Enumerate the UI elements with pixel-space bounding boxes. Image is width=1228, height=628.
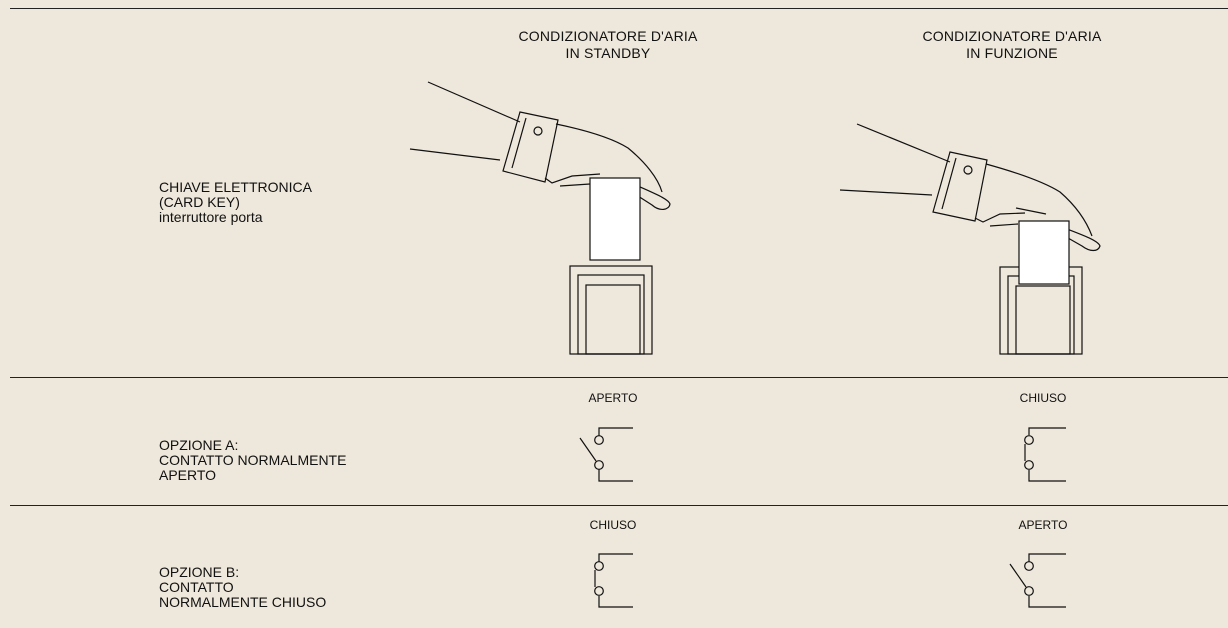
state-label-option-b-running: APERTO xyxy=(1018,518,1068,532)
row-label-option-a-line-1: OPZIONE A: xyxy=(159,437,239,453)
row-label-card-key-line-3: interruttore porta xyxy=(159,209,263,225)
row-divider-option-a xyxy=(10,505,1228,506)
row-label-card-key-line-1: CHIAVE ELETTRONICA xyxy=(159,179,312,195)
state-label-option-a-standby: APERTO xyxy=(588,391,638,405)
hand-with-card-running-illustration xyxy=(839,123,1101,355)
column-title-running-line-2: IN FUNZIONE xyxy=(966,45,1058,61)
state-label-option-a-running: CHIUSO xyxy=(1019,391,1067,405)
switch-closed-option-a-running-icon xyxy=(1024,427,1066,482)
column-title-running-line-1: CONDIZIONATORE D'ARIA xyxy=(922,28,1102,44)
row-label-option-b: OPZIONE B: CONTATTO NORMALMENTE CHIUSO xyxy=(159,565,326,610)
column-title-running: CONDIZIONATORE D'ARIA IN FUNZIONE xyxy=(882,28,1142,62)
switch-open-option-b-running-icon xyxy=(1009,553,1066,608)
row-label-option-b-line-2: CONTATTO xyxy=(159,579,234,595)
row-divider-card-key xyxy=(10,377,1228,378)
hand-with-card-standby-illustration xyxy=(409,81,671,355)
row-label-option-a-line-3: APERTO xyxy=(159,467,217,483)
column-title-standby: CONDIZIONATORE D'ARIA IN STANDBY xyxy=(478,28,738,62)
switch-open-option-a-standby-icon xyxy=(579,427,633,482)
row-label-card-key-line-2: (CARD KEY) xyxy=(159,194,240,210)
state-label-option-b-standby: CHIUSO xyxy=(589,518,637,532)
column-title-standby-line-2: IN STANDBY xyxy=(565,45,651,61)
column-title-standby-line-1: CONDIZIONATORE D'ARIA xyxy=(518,28,698,44)
row-label-option-a: OPZIONE A: CONTATTO NORMALMENTE APERTO xyxy=(159,438,346,483)
row-label-option-b-line-3: NORMALMENTE CHIUSO xyxy=(159,594,327,610)
switch-closed-option-b-standby-icon xyxy=(594,553,633,608)
row-label-card-key: CHIAVE ELETTRONICA (CARD KEY) interrutto… xyxy=(159,180,312,225)
row-label-option-b-line-1: OPZIONE B: xyxy=(159,564,240,580)
top-divider xyxy=(10,8,1228,9)
row-label-option-a-line-2: CONTATTO NORMALMENTE xyxy=(159,452,347,468)
